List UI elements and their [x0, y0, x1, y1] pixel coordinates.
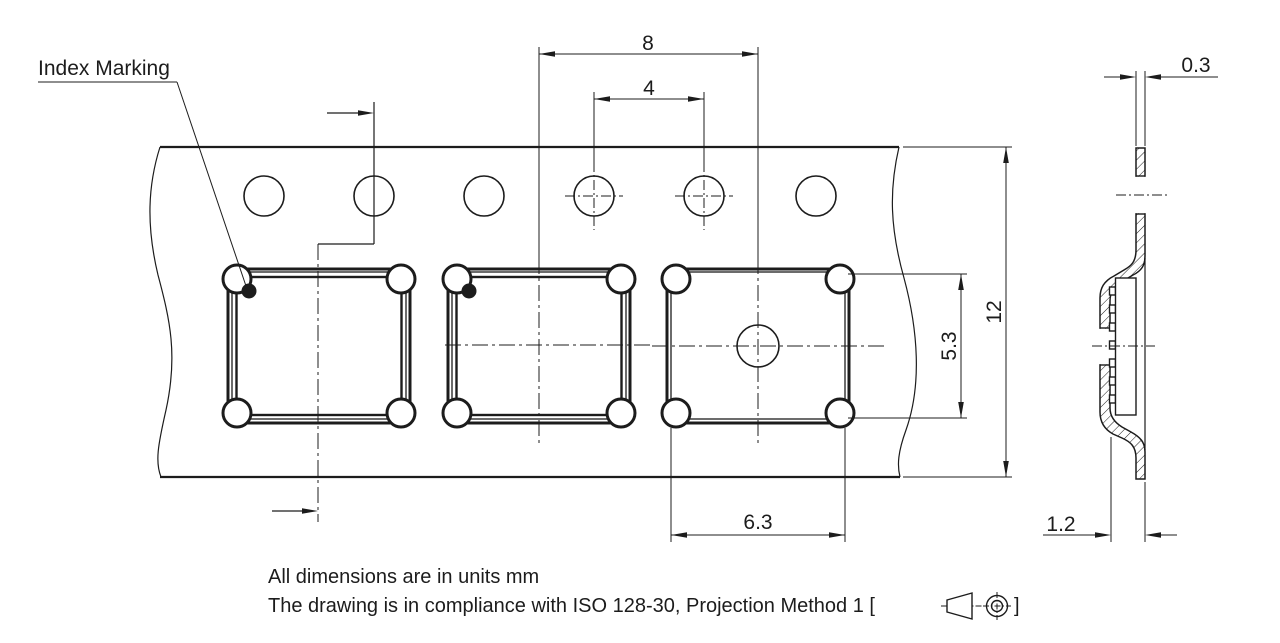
pocket-corner-relief: [441, 397, 473, 429]
note-units: All dimensions are in units mm: [268, 566, 539, 588]
arrowhead: [539, 51, 555, 57]
tape-top-view: [149, 102, 917, 522]
pocket-corner-relief: [605, 263, 637, 295]
pocket-corner-relief: [660, 263, 692, 295]
arrowhead: [594, 96, 610, 102]
component-lead: [1108, 286, 1117, 296]
arrowhead: [829, 532, 845, 538]
dim-value-tape-width: 12: [983, 300, 1006, 323]
component-lead: [1108, 376, 1117, 386]
pocket-corner-relief: [824, 263, 856, 295]
dimension-pocket-width: 6.3: [670, 428, 846, 542]
pocket-2: [441, 258, 650, 445]
section-line: [272, 102, 375, 522]
pocket-opening: [231, 271, 407, 420]
tape-left-break-line: [149, 146, 173, 478]
sprocket-hole: [795, 175, 837, 217]
sprocket-holes: [243, 162, 837, 230]
note-bracket-close: ]: [1014, 595, 1020, 617]
tape-right-break-line: [891, 146, 917, 478]
index-marking-callout: Index Marking: [38, 57, 247, 287]
arrowhead: [1120, 74, 1136, 80]
dimension-tape-width: 12: [903, 146, 1012, 478]
dimension-sprocket-pitch: 4: [593, 77, 705, 162]
pocket-corner-relief: [824, 397, 856, 429]
arrowhead: [1145, 532, 1161, 538]
dim-value-pocket-depth: 1.2: [1046, 513, 1075, 536]
dimension-tape-thickness: 0.3: [1104, 54, 1218, 146]
component-lead: [1108, 394, 1117, 404]
drawing-notes: All dimensions are in units mm The drawi…: [268, 566, 1020, 620]
section-arrow-bottom: [302, 508, 318, 514]
dim-value-pocket-width: 6.3: [743, 511, 772, 534]
arrowhead: [1003, 147, 1009, 163]
leader-line: [176, 81, 247, 287]
dim-value-pocket-pitch: 8: [642, 32, 654, 55]
pocket-corner-relief: [385, 397, 417, 429]
dimension-pocket-length: 5.3: [848, 273, 967, 419]
dim-value-tape-thickness: 0.3: [1181, 54, 1210, 77]
dimension-pocket-pitch: 8: [538, 32, 759, 258]
arrowhead: [958, 274, 964, 290]
pocket-3: [652, 258, 886, 445]
index-marking-label: Index Marking: [38, 57, 170, 80]
section-arrow-top: [358, 110, 374, 116]
component-outline: [235, 275, 403, 417]
index-marking-dot: [461, 283, 477, 299]
component-lead: [1108, 340, 1117, 350]
arrowhead: [742, 51, 758, 57]
arrowhead: [1003, 461, 1009, 477]
note-compliance: The drawing is in compliance with ISO 12…: [268, 595, 875, 617]
dim-value-pocket-length: 5.3: [938, 331, 961, 360]
sprocket-hole: [243, 175, 285, 217]
index-marking-dot: [241, 283, 257, 299]
dim-value-sprocket-pitch: 4: [643, 77, 655, 100]
pocket-1: [221, 263, 417, 429]
component-lead: [1108, 304, 1117, 314]
sprocket-hole: [463, 175, 505, 217]
pocket-corner-relief: [660, 397, 692, 429]
dimension-pocket-depth: 1.2: [1043, 437, 1177, 542]
pocket-corner-relief: [221, 397, 253, 429]
arrowhead: [1095, 532, 1111, 538]
arrowhead: [958, 402, 964, 418]
pocket-corner-relief: [385, 263, 417, 295]
component-lead: [1108, 358, 1117, 368]
arrowhead: [688, 96, 704, 102]
component-lead: [1108, 322, 1117, 332]
arrowhead: [671, 532, 687, 538]
cone-side-view: [946, 592, 973, 620]
first-angle-projection-icon: [941, 592, 1011, 620]
pocket-corner-relief: [605, 397, 637, 429]
tape-side-section-view: 0.3 1.2: [1043, 54, 1218, 542]
arrowhead: [1145, 74, 1161, 80]
